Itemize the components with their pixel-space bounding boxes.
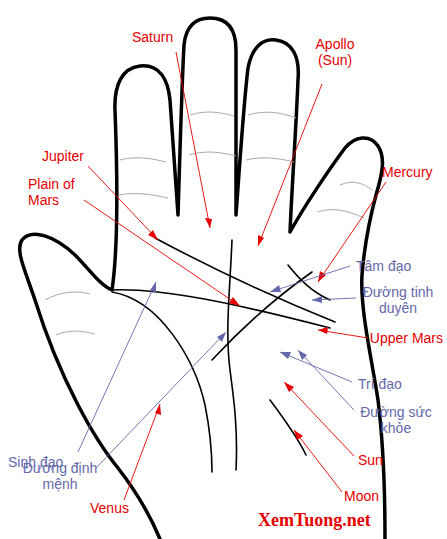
finger-creases <box>45 112 372 335</box>
line-label: Đường tinh duyên <box>358 284 438 316</box>
hand-outline <box>20 18 385 539</box>
mount-label: Apollo (Sun) <box>304 36 366 68</box>
palm-lines <box>112 238 335 472</box>
mount-label: Plain of Mars <box>28 176 88 208</box>
fate-line <box>228 240 237 470</box>
red-arrowheads <box>148 218 328 440</box>
line-label: Trí đạo <box>358 376 402 392</box>
blue-leaders <box>78 266 356 468</box>
watermark: XemTuong.net <box>258 512 371 528</box>
mount-label: Venus <box>90 500 129 516</box>
health-line <box>212 272 312 360</box>
line-label: Đường định mệnh <box>20 460 100 492</box>
life-line <box>112 292 212 472</box>
mount-label: Upper Mars <box>370 330 443 346</box>
mount-label: Jupiter <box>42 148 84 164</box>
mount-label: Mercury <box>382 164 433 180</box>
sun-line <box>270 400 306 455</box>
head-line <box>112 290 330 328</box>
marriage-line <box>288 265 330 300</box>
red-leaders <box>84 52 386 500</box>
blue-arrowheads <box>150 282 322 360</box>
line-label: Tâm đạo <box>356 258 411 274</box>
mount-label: Moon <box>344 488 379 504</box>
mount-label: Saturn <box>132 29 173 45</box>
line-label: Đường sức khỏe <box>358 404 434 436</box>
mount-label: Sun <box>358 452 383 468</box>
